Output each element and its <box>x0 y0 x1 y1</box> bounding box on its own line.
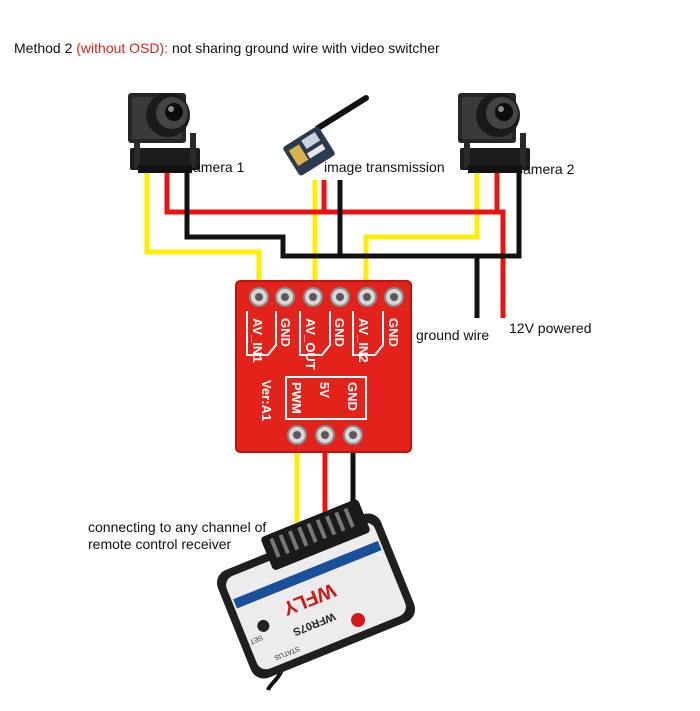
pin-label-gnd-2: GND <box>332 318 347 347</box>
label-image-transmission: image transmission <box>324 159 445 175</box>
label-12v-powered: 12V powered <box>509 320 592 336</box>
title-highlight: (without OSD): <box>76 40 169 56</box>
pin-label-av-in1: AV_IN1 <box>250 318 265 363</box>
receiver-set: SET <box>248 633 264 645</box>
pin-label-pwm: PWM <box>289 382 304 414</box>
camera2-ground-wire <box>477 172 522 259</box>
label-camera-1: camera 1 <box>186 159 245 175</box>
label-receiver-line-1: connecting to any channel of <box>88 519 267 535</box>
pin-label-gnd-4: GND <box>345 382 360 411</box>
video-switcher-board: AV_IN1 GND AV_OUT GND AV_IN2 GND Ver:A1 … <box>235 280 412 453</box>
label-receiver-line-2: remote control receiver <box>88 536 232 552</box>
pin-label-av-in2: AV_IN2 <box>356 318 371 363</box>
camera1-ground-wire <box>184 172 480 318</box>
title-prefix: Method 2 <box>14 40 77 56</box>
camera-1 <box>128 93 200 173</box>
camera-2 <box>458 93 530 173</box>
pin-label-gnd-3: GND <box>386 318 401 347</box>
rc-receiver: WFLY WFR07S STATUS SET <box>216 499 416 691</box>
camera2-power-wire <box>494 172 506 318</box>
label-ground-wire: ground wire <box>416 327 490 343</box>
camera1-signal-wire <box>144 172 262 292</box>
page-title: Method 2 (without OSD): not sharing grou… <box>14 40 440 56</box>
label-camera-2: camera 2 <box>516 161 575 177</box>
camera1-power-wire <box>164 172 493 215</box>
wires <box>144 172 522 523</box>
pin-label-5v: 5V <box>317 382 332 398</box>
bottom-pin-headers <box>287 425 363 445</box>
top-pin-headers <box>249 287 404 307</box>
camera2-signal-wire <box>363 172 480 292</box>
title-suffix: not sharing ground wire with video switc… <box>168 40 440 56</box>
video-transmitter <box>283 95 369 176</box>
pin-label-gnd-1: GND <box>278 318 293 347</box>
board-version: Ver:A1 <box>259 380 274 421</box>
pin-label-av-out: AV_OUT <box>303 318 318 370</box>
